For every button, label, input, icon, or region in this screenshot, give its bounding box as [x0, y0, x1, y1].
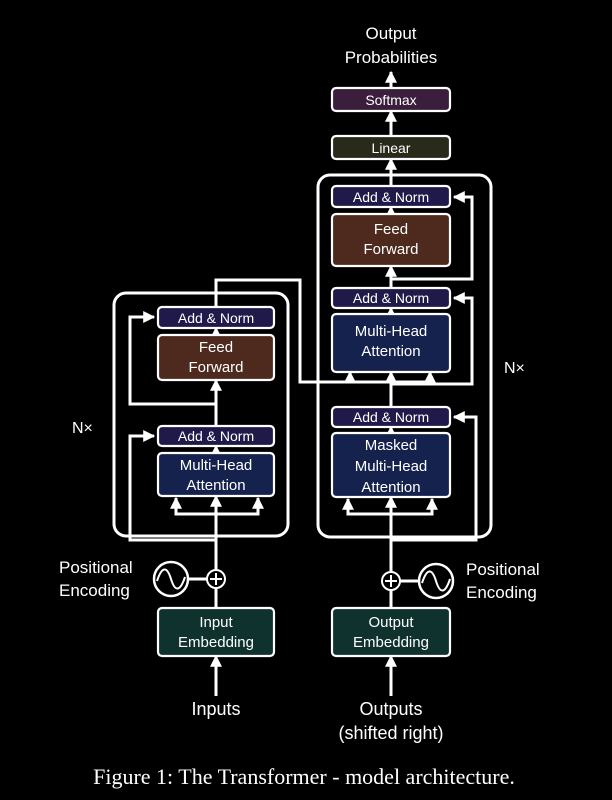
linear-label: Linear [372, 140, 411, 156]
encoder-feed-forward-line1: Feed [199, 339, 233, 356]
decoder-multi-head-attention: Multi-Head Attention [330, 312, 452, 374]
inputs-label: Inputs [191, 699, 240, 719]
decoder-frame [316, 173, 493, 539]
decoder-add-norm-2-label: Add & Norm [353, 290, 429, 306]
figure-caption: Figure 1: The Transformer - model archit… [93, 764, 515, 789]
encoder-add-norm-2: Add & Norm [156, 305, 276, 330]
encoder-add-icon [206, 569, 226, 589]
encoder-mha-line2: Attention [186, 477, 245, 494]
softmax-block: Softmax [330, 86, 452, 113]
decoder-masked-attention: Masked Multi-Head Attention [330, 431, 452, 499]
encoder-add-norm-1-label: Add & Norm [178, 428, 254, 444]
decoder-feed-forward-line2: Forward [363, 241, 418, 258]
decoder-add-norm-1: Add & Norm [330, 405, 452, 429]
encoder-nx-label: N× [72, 420, 93, 437]
encoder-frame [112, 291, 290, 538]
decoder-feed-forward: Feed Forward [330, 212, 452, 268]
decoder-nx-label: N× [504, 360, 525, 377]
encoder-add-norm-1: Add & Norm [156, 424, 276, 448]
output-embedding-line2: Embedding [353, 634, 429, 651]
decoder-wires [342, 70, 478, 696]
encoder-wires [128, 278, 436, 696]
decoder-sine-wave-icon [417, 562, 455, 600]
masked-mha-line3: Attention [361, 479, 420, 496]
input-embedding-block: Input Embedding [156, 606, 276, 658]
input-embedding-line2: Embedding [178, 634, 254, 651]
decoder-mha-line2: Attention [361, 343, 420, 360]
encoder-feed-forward-line2: Forward [188, 359, 243, 376]
output-embedding-block: Output Embedding [330, 606, 452, 658]
decoder-feed-forward-line1: Feed [374, 221, 408, 238]
encoder-feed-forward: Feed Forward [156, 333, 276, 382]
input-embedding-line1: Input [199, 614, 233, 631]
decoder-add-norm-2: Add & Norm [330, 286, 452, 310]
outputs-label-line2: (shifted right) [338, 723, 443, 743]
decoder-add-icon [381, 571, 401, 591]
encoder-mha-line1: Multi-Head [180, 457, 253, 474]
softmax-label: Softmax [365, 92, 416, 108]
decoder-add-norm-1-label: Add & Norm [353, 409, 429, 425]
decoder-add-norm-3: Add & Norm [330, 184, 452, 209]
encoder-sine-wave-icon [152, 560, 190, 598]
output-probabilities-line1: Output [365, 24, 416, 43]
output-probabilities-line2: Probabilities [345, 48, 438, 67]
encoder-positional-encoding-line1: Positional [59, 558, 133, 577]
outputs-label-line1: Outputs [359, 699, 422, 719]
masked-mha-line1: Masked [365, 437, 418, 454]
output-embedding-line1: Output [368, 614, 414, 631]
encoder-positional-encoding-line2: Encoding [59, 581, 130, 600]
linear-block: Linear [330, 134, 452, 161]
decoder-positional-encoding-line2: Encoding [466, 583, 537, 602]
masked-mha-line2: Multi-Head [355, 458, 428, 475]
decoder-positional-encoding-line1: Positional [466, 560, 540, 579]
encoder-add-norm-2-label: Add & Norm [178, 310, 254, 326]
decoder-add-norm-3-label: Add & Norm [353, 189, 429, 205]
decoder-mha-line1: Multi-Head [355, 323, 428, 340]
encoder-multi-head-attention: Multi-Head Attention [156, 451, 276, 498]
